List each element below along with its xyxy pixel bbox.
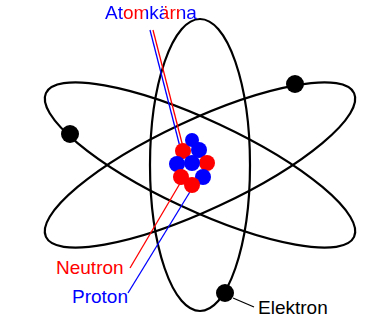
proton bbox=[184, 155, 200, 171]
electron bbox=[61, 125, 79, 143]
neutron bbox=[199, 155, 215, 171]
orbits bbox=[27, 19, 371, 311]
electron bbox=[216, 284, 234, 302]
leader-line bbox=[233, 298, 254, 307]
proton bbox=[185, 133, 199, 147]
leader-line bbox=[130, 180, 182, 268]
neutron-label: Neutron bbox=[54, 257, 126, 279]
leader-line bbox=[153, 30, 183, 147]
nucleus-label: Atomkärna bbox=[103, 2, 199, 24]
neutron bbox=[184, 177, 200, 193]
orbit bbox=[27, 52, 371, 277]
electron bbox=[286, 75, 304, 93]
orbit bbox=[150, 19, 250, 311]
electron-label: Elektron bbox=[256, 297, 330, 319]
leader-line bbox=[150, 30, 180, 147]
orbit bbox=[27, 52, 371, 277]
leader-line bbox=[128, 182, 196, 293]
orbit bbox=[27, 52, 371, 277]
orbit bbox=[27, 52, 371, 277]
nucleus bbox=[169, 133, 215, 193]
proton-label: Proton bbox=[70, 286, 130, 308]
